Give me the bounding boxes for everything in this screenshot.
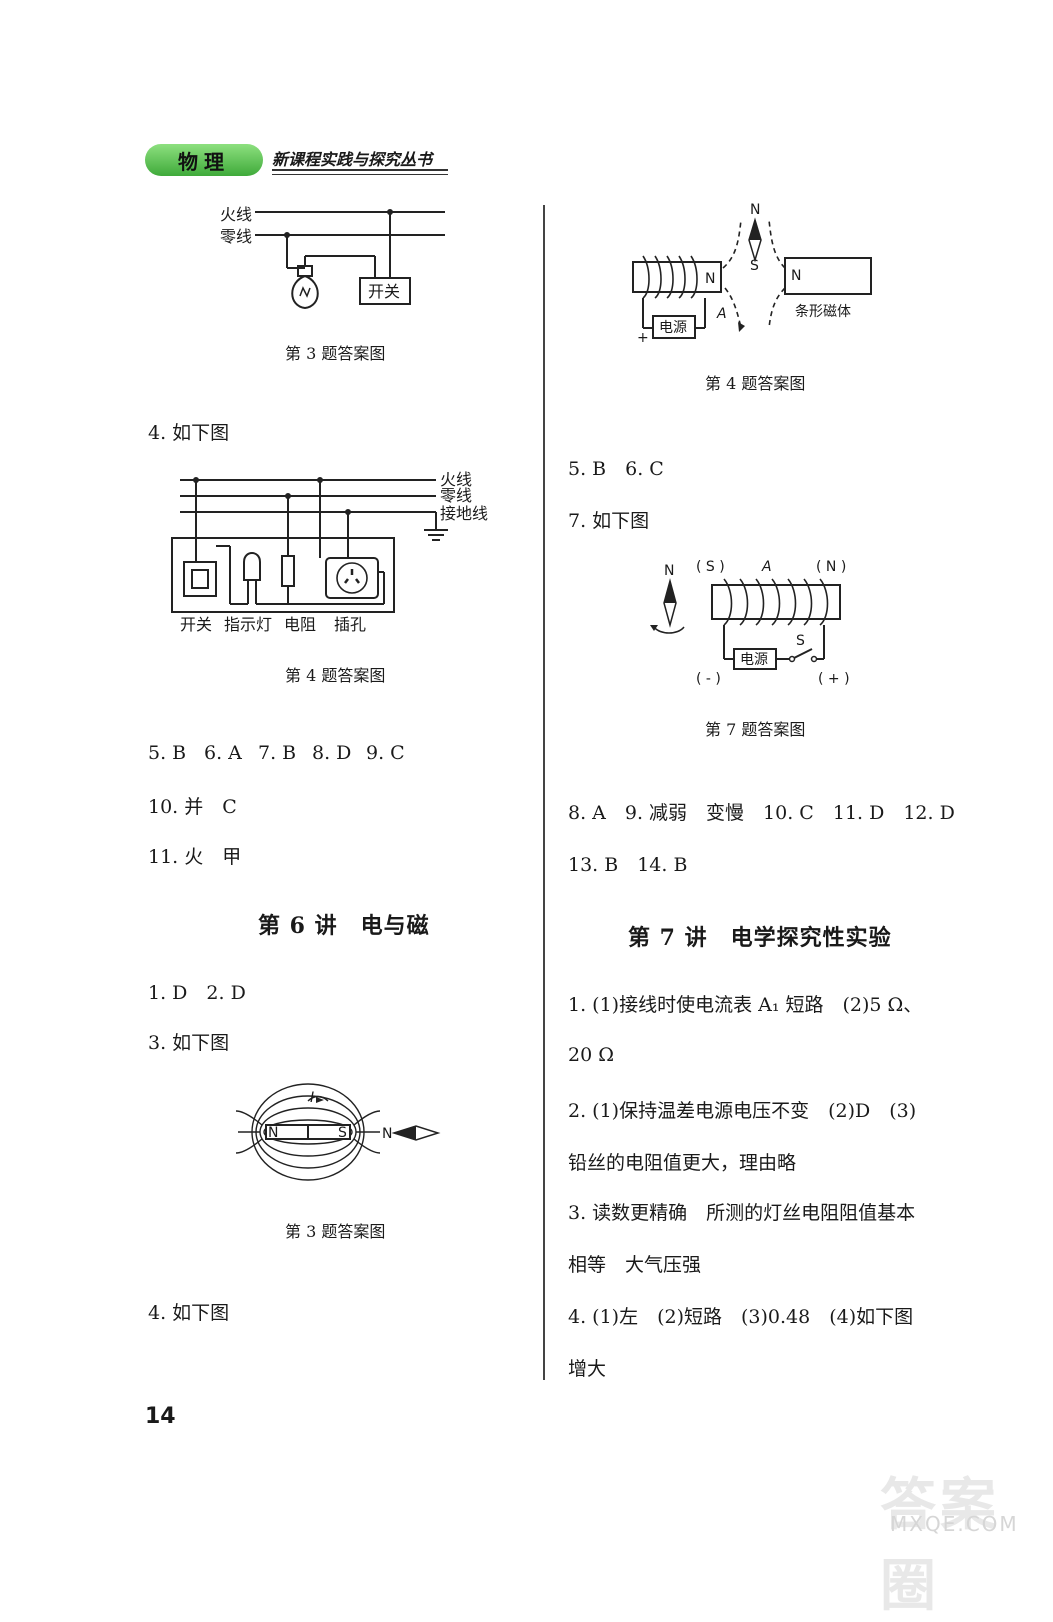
answers-8-12: 8. A 9. 减弱 变慢 10. C 11. D 12. D (568, 802, 955, 824)
label-switch: 开关 (180, 615, 212, 634)
electromagnet-bar-magnet-diagram: N S N 电源 + A N 条形磁体 (632, 202, 872, 346)
figure-caption: 第 4 题答案图 (705, 374, 806, 393)
watermark-url: MXQE.COM (890, 1512, 1019, 1536)
north-pole-label: N (268, 1125, 278, 1141)
answer-4-line-2: 增大 (568, 1358, 607, 1380)
neutral-wire-label: 零线 (220, 227, 252, 246)
figure-caption: 第 4 题答案图 (285, 666, 386, 685)
positive-terminal-label: ( + ) (818, 671, 850, 687)
figure-caption: 第 3 题答案图 (285, 1222, 386, 1241)
household-circuit-diagram: 火线 零线 接地线 开关 指示灯 电阻 插孔 (171, 470, 488, 634)
answer-2-line-1: 2. (1)保持温差电源电压不变 (2)D (3) (568, 1100, 917, 1122)
answer-9: 9. C (366, 742, 405, 764)
subject-badge: 物理 (145, 144, 263, 176)
answer-5: 5. B (148, 742, 187, 764)
plus-terminal-label: + (637, 330, 649, 346)
answer-2-line-2: 铅丝的电阻值更大，理由略 (568, 1152, 797, 1174)
series-title: 新课程实践与探究丛书 (272, 150, 433, 169)
answer-1-line-2: 20 Ω (568, 1044, 614, 1066)
magnet-field-lines-diagram: N S I N (235, 1083, 441, 1181)
answer-6: 6. A (204, 742, 242, 764)
south-pole-label: S (338, 1125, 347, 1141)
answer-3-line-1: 3. 读数更精确 所测的灯丝电阻阻值基本 (568, 1202, 916, 1224)
circuit-lamp-switch-diagram: 火线 零线 开关 (220, 205, 445, 310)
needle-north-label: N (382, 1126, 392, 1142)
power-source-label: 电源 (659, 320, 687, 336)
negative-terminal-label: ( - ) (696, 671, 721, 687)
answers-13-14: 13. B 14. B (568, 854, 688, 876)
south-pole-label: ( S ) (696, 559, 725, 575)
header-rule-thin (272, 174, 448, 175)
coil-north-label: N (705, 271, 715, 287)
answer-4-line-1: 4. (1)左 (2)短路 (3)0.48 (4)如下图 (568, 1306, 914, 1328)
section-heading: 第 6 讲 电与磁 (258, 913, 430, 939)
figure-caption: 第 7 题答案图 (705, 720, 806, 739)
question-4-label: 4. 如下图 (148, 422, 230, 444)
compass-south-label: S (750, 258, 759, 274)
compass-north-label: N (750, 202, 760, 218)
answer-7: 7. B (258, 742, 297, 764)
solenoid-circuit-diagram: N ( S ) A ( N ) 电源 S ( - ) ( + ) (650, 559, 850, 687)
label-resistor: 电阻 (284, 615, 316, 634)
neutral-wire-label: 零线 (440, 486, 472, 505)
switch-label: 开关 (368, 282, 400, 301)
page-number: 14 (145, 1404, 176, 1429)
answer-3-line-2: 相等 大气压强 (568, 1254, 702, 1276)
watermark-logo: 答案圈 (880, 1473, 1000, 1619)
question-4-label: 4. 如下图 (148, 1302, 230, 1324)
point-a-label: A (761, 559, 772, 575)
label-socket: 插孔 (334, 615, 366, 634)
point-a-label: A (716, 306, 727, 322)
answer-1-line-1: 1. (1)接线时使电流表 A₁ 短路 (2)5 Ω、 (568, 994, 923, 1016)
column-divider (543, 205, 545, 1380)
answer-1-2: 1. D 2. D (148, 982, 246, 1004)
bar-magnet-label: 条形磁体 (795, 303, 851, 320)
label-indicator-lamp: 指示灯 (224, 615, 272, 634)
header-rule (272, 169, 448, 171)
magnet-north-label: N (791, 268, 801, 284)
ground-wire-label: 接地线 (440, 504, 488, 523)
north-pole-label: ( N ) (816, 559, 846, 575)
question-3-label: 3. 如下图 (148, 1032, 230, 1054)
question-7-label: 7. 如下图 (568, 510, 650, 532)
compass-north-label: N (664, 563, 674, 579)
current-label: I (310, 1090, 314, 1106)
section-heading: 第 7 讲 电学探究性实验 (628, 925, 892, 951)
answer-10: 10. 并 C (148, 796, 237, 818)
answers-5-6: 5. B 6. C (568, 458, 664, 480)
figure-caption: 第 3 题答案图 (285, 344, 386, 363)
answer-8: 8. D (312, 742, 352, 764)
live-wire-label: 火线 (440, 470, 472, 489)
switch-label: S (796, 633, 805, 649)
live-wire-label: 火线 (220, 205, 252, 224)
power-source-label: 电源 (740, 652, 768, 668)
answer-11: 11. 火 甲 (148, 846, 242, 868)
